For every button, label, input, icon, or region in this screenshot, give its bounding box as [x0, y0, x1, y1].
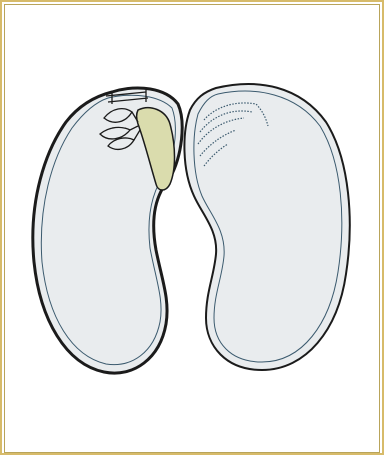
right-cotyledon — [184, 84, 349, 370]
right-cotyledon-outer — [184, 84, 349, 370]
